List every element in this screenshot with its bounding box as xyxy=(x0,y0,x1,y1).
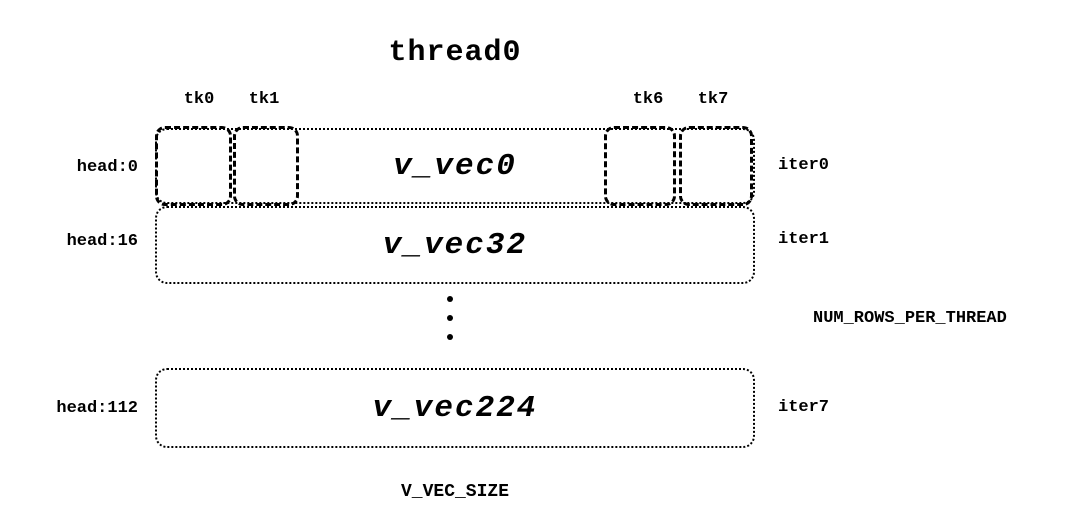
iter-label-1: iter1 xyxy=(778,230,830,249)
tk1-cell xyxy=(233,126,299,206)
tk-label-1: tk1 xyxy=(248,90,280,109)
tk-label-7: tk7 xyxy=(697,90,729,109)
vector-row-iter7-box: v_vec224 xyxy=(155,368,755,448)
iter-label-0: iter0 xyxy=(778,156,830,175)
num-rows-per-thread-label: NUM_ROWS_PER_THREAD xyxy=(813,309,1007,328)
iter-label-7: iter7 xyxy=(778,398,830,417)
vector-row-iter1-label: v_vec32 xyxy=(382,227,528,263)
vector-row-iter1-box: v_vec32 xyxy=(155,206,755,284)
tk-label-6: tk6 xyxy=(632,90,664,109)
head-label-iter1: head:16 xyxy=(66,232,138,251)
tk-label-0: tk0 xyxy=(183,90,215,109)
tk7-cell xyxy=(679,126,753,206)
tk0-cell xyxy=(155,126,232,206)
tk6-cell xyxy=(604,126,676,206)
v-vec-size-label: V_VEC_SIZE xyxy=(400,482,510,502)
head-label-iter0: head:0 xyxy=(76,158,138,177)
vertical-ellipsis-icon xyxy=(447,296,453,340)
vector-row-iter0-label: v_vec0 xyxy=(393,148,517,184)
vector-row-iter7-label: v_vec224 xyxy=(372,390,538,426)
head-label-iter7: head:112 xyxy=(56,399,138,418)
diagram-title: thread0 xyxy=(388,36,522,70)
